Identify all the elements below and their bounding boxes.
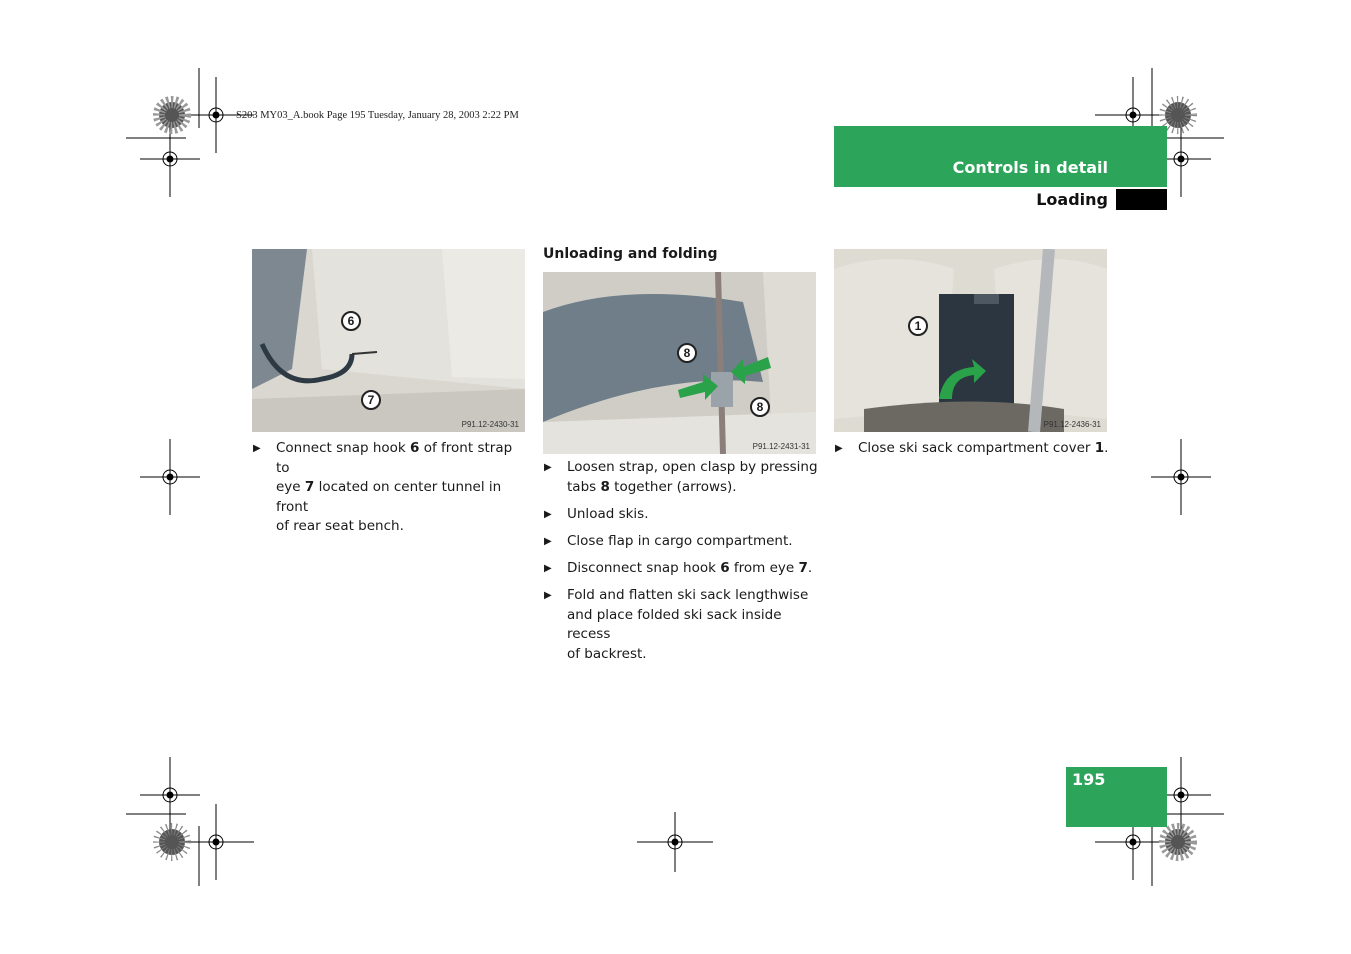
bullet-arrow-icon: ▶ [835, 443, 843, 454]
figure-code: P91.12-2431-31 [752, 442, 810, 451]
bullet-arrow-icon: ▶ [544, 590, 552, 601]
bullet-arrow-icon: ▶ [544, 462, 552, 473]
figure-clasp: 8 8 P91.12-2431-31 [543, 272, 816, 454]
figure-illustration [252, 249, 525, 432]
page-number: 195 [1072, 770, 1106, 789]
bullet-arrow-icon: ▶ [544, 563, 552, 574]
bullet-arrow-icon: ▶ [544, 536, 552, 547]
callout-7: 7 [361, 390, 381, 410]
figure-snap-hook: 6 7 P91.12-2430-31 [252, 249, 525, 432]
figure-illustration [543, 272, 816, 454]
print-info-line: S203 MY03_A.book Page 195 Tuesday, Janua… [236, 110, 519, 121]
subsection-title: Loading [1036, 190, 1108, 209]
figure-code: P91.12-2436-31 [1043, 420, 1101, 429]
figure-illustration [834, 249, 1107, 432]
bullet-arrow-icon: ▶ [544, 509, 552, 520]
section-title: Controls in detail [952, 158, 1108, 177]
unloading-heading: Unloading and folding [543, 246, 718, 262]
callout-1: 1 [908, 316, 928, 336]
page-number-box [1066, 767, 1167, 827]
figure-code: P91.12-2430-31 [461, 420, 519, 429]
callout-8-top: 8 [677, 343, 697, 363]
callout-8-bottom: 8 [750, 397, 770, 417]
section-header-band [834, 126, 1167, 187]
callout-6: 6 [341, 311, 361, 331]
thumb-tab [1116, 189, 1167, 210]
color-wheel-icon [153, 96, 1197, 861]
figure-compartment-cover: 1 P91.12-2436-31 [834, 249, 1107, 432]
bullet-arrow-icon: ▶ [253, 443, 261, 454]
